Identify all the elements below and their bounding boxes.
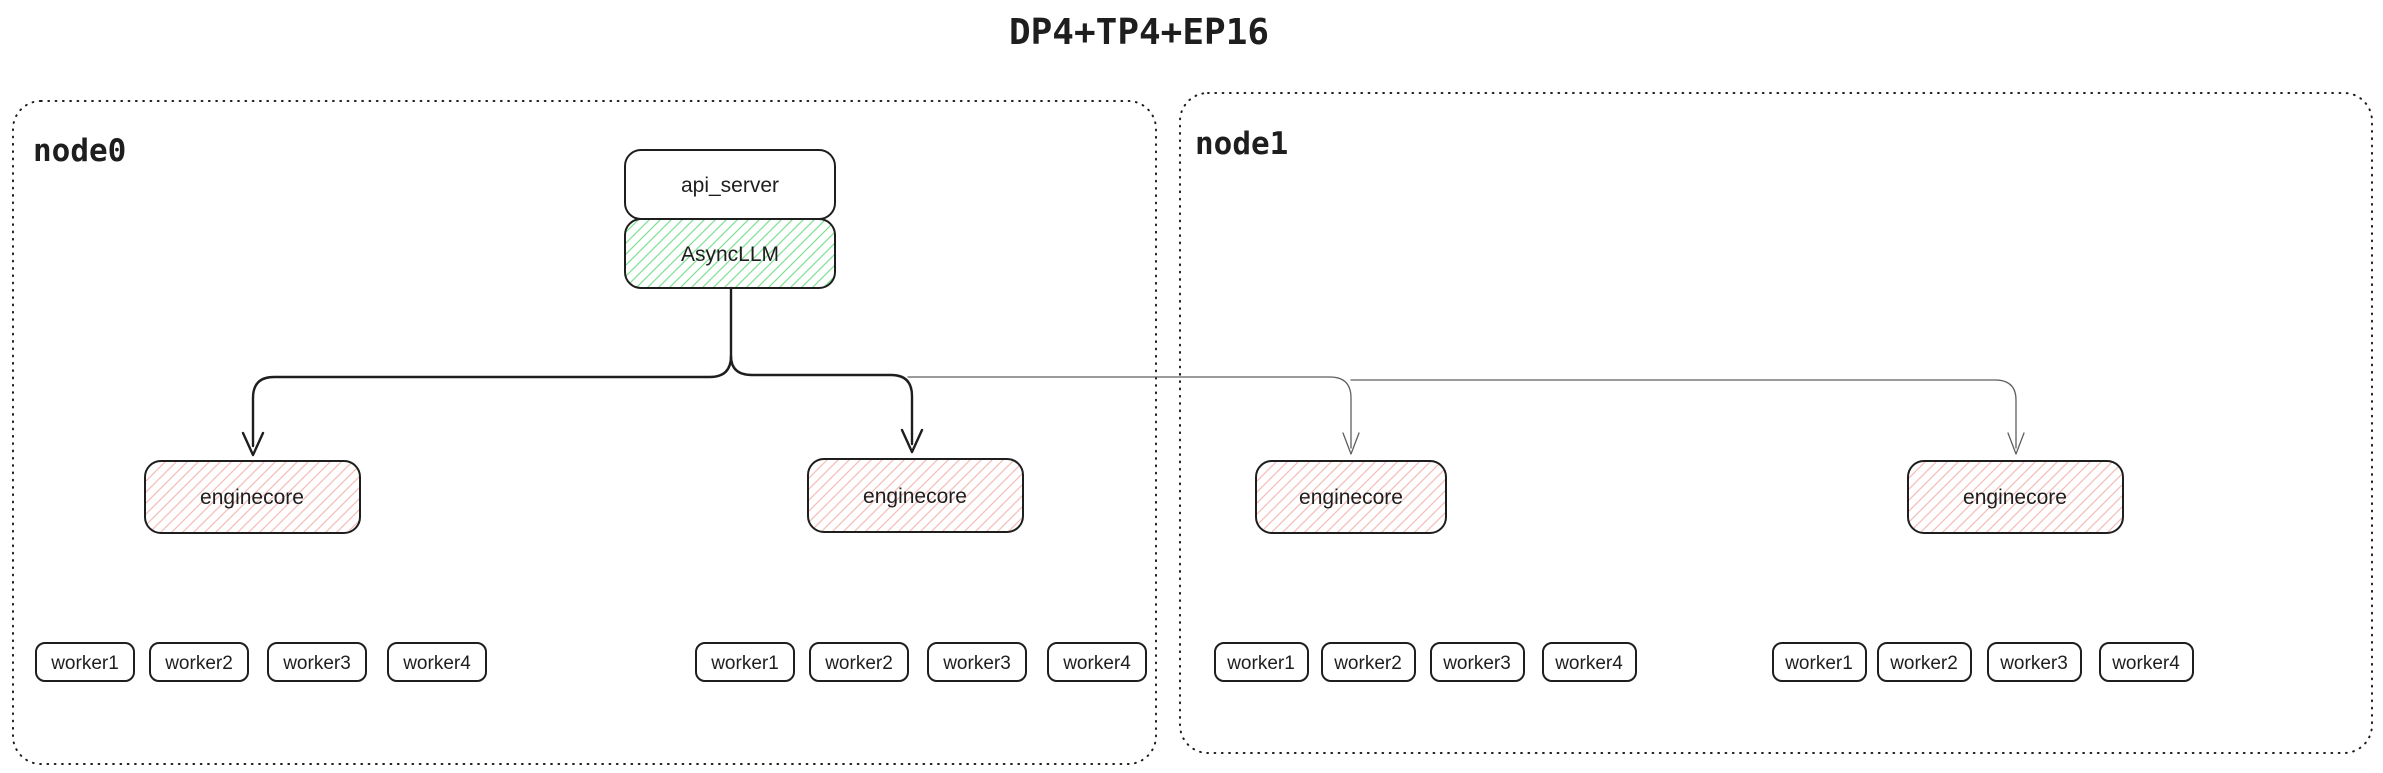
worker-box	[1987, 642, 2082, 682]
worker-label: worker1	[50, 653, 119, 674]
worker-box	[387, 642, 487, 682]
node1-label: node1	[1195, 126, 1288, 162]
worker-box	[1047, 642, 1147, 682]
worker-label: worker3	[1999, 653, 2068, 674]
worker-box	[1321, 642, 1416, 682]
worker-label: worker4	[2111, 653, 2180, 674]
connector-to-enginecore4	[1350, 379, 2017, 449]
worker-box	[149, 642, 249, 682]
worker-box	[1214, 642, 1309, 682]
worker-label: worker1	[710, 653, 779, 674]
worker-label: worker1	[1226, 653, 1295, 674]
connector-to-enginecore3	[907, 376, 1352, 449]
worker-box	[1542, 642, 1637, 682]
worker-box	[267, 642, 367, 682]
enginecore2-label: enginecore	[863, 485, 967, 508]
connector-asyncllm-to-enginecore2	[729, 354, 914, 446]
worker-box	[695, 642, 795, 682]
worker-group-1: worker1 worker2 worker3 worker4	[35, 642, 487, 682]
worker-label: worker2	[164, 653, 233, 674]
worker-box	[1430, 642, 1525, 682]
enginecore4-label: enginecore	[1963, 486, 2067, 509]
worker-group-4: worker1 worker2 worker3 worker4	[1772, 642, 2194, 682]
worker-label: worker3	[942, 653, 1011, 674]
enginecore3-box	[1255, 460, 1447, 534]
worker-box	[35, 642, 135, 682]
enginecore3-label: enginecore	[1299, 486, 1403, 509]
asyncllm-label: AsyncLLM	[681, 243, 779, 266]
worker-box	[927, 642, 1027, 682]
enginecore1-label: enginecore	[200, 486, 304, 509]
enginecore2-box	[807, 458, 1024, 533]
worker-label: worker2	[1333, 653, 1402, 674]
enginecore1-box	[144, 460, 361, 534]
arrowhead-enginecore4	[2007, 432, 2025, 455]
enginecore4-box	[1907, 460, 2124, 534]
worker-label: worker3	[282, 653, 351, 674]
diagram-title: DP4+TP4+EP16	[1009, 12, 1269, 53]
worker-box	[809, 642, 909, 682]
node1-container	[1179, 92, 2373, 754]
node0-label: node0	[33, 133, 126, 169]
worker-label: worker1	[1784, 653, 1853, 674]
arrowhead-enginecore1	[241, 431, 265, 457]
worker-label: worker3	[1442, 653, 1511, 674]
worker-label: worker2	[1889, 653, 1958, 674]
worker-group-2: worker1 worker2 worker3 worker4	[695, 642, 1147, 682]
api-server-label: api_server	[681, 174, 779, 197]
arrowhead-enginecore3	[1342, 432, 1360, 455]
worker-box	[1772, 642, 1867, 682]
connector-asyncllm-to-enginecore1	[251, 286, 733, 448]
arrowhead-enginecore2	[900, 428, 924, 454]
worker-box	[2099, 642, 2194, 682]
worker-label: worker4	[402, 653, 471, 674]
worker-label: worker4	[1554, 653, 1623, 674]
worker-label: worker2	[824, 653, 893, 674]
worker-label: worker4	[1062, 653, 1131, 674]
worker-box	[1877, 642, 1972, 682]
worker-group-3: worker1 worker2 worker3 worker4	[1214, 642, 1637, 682]
